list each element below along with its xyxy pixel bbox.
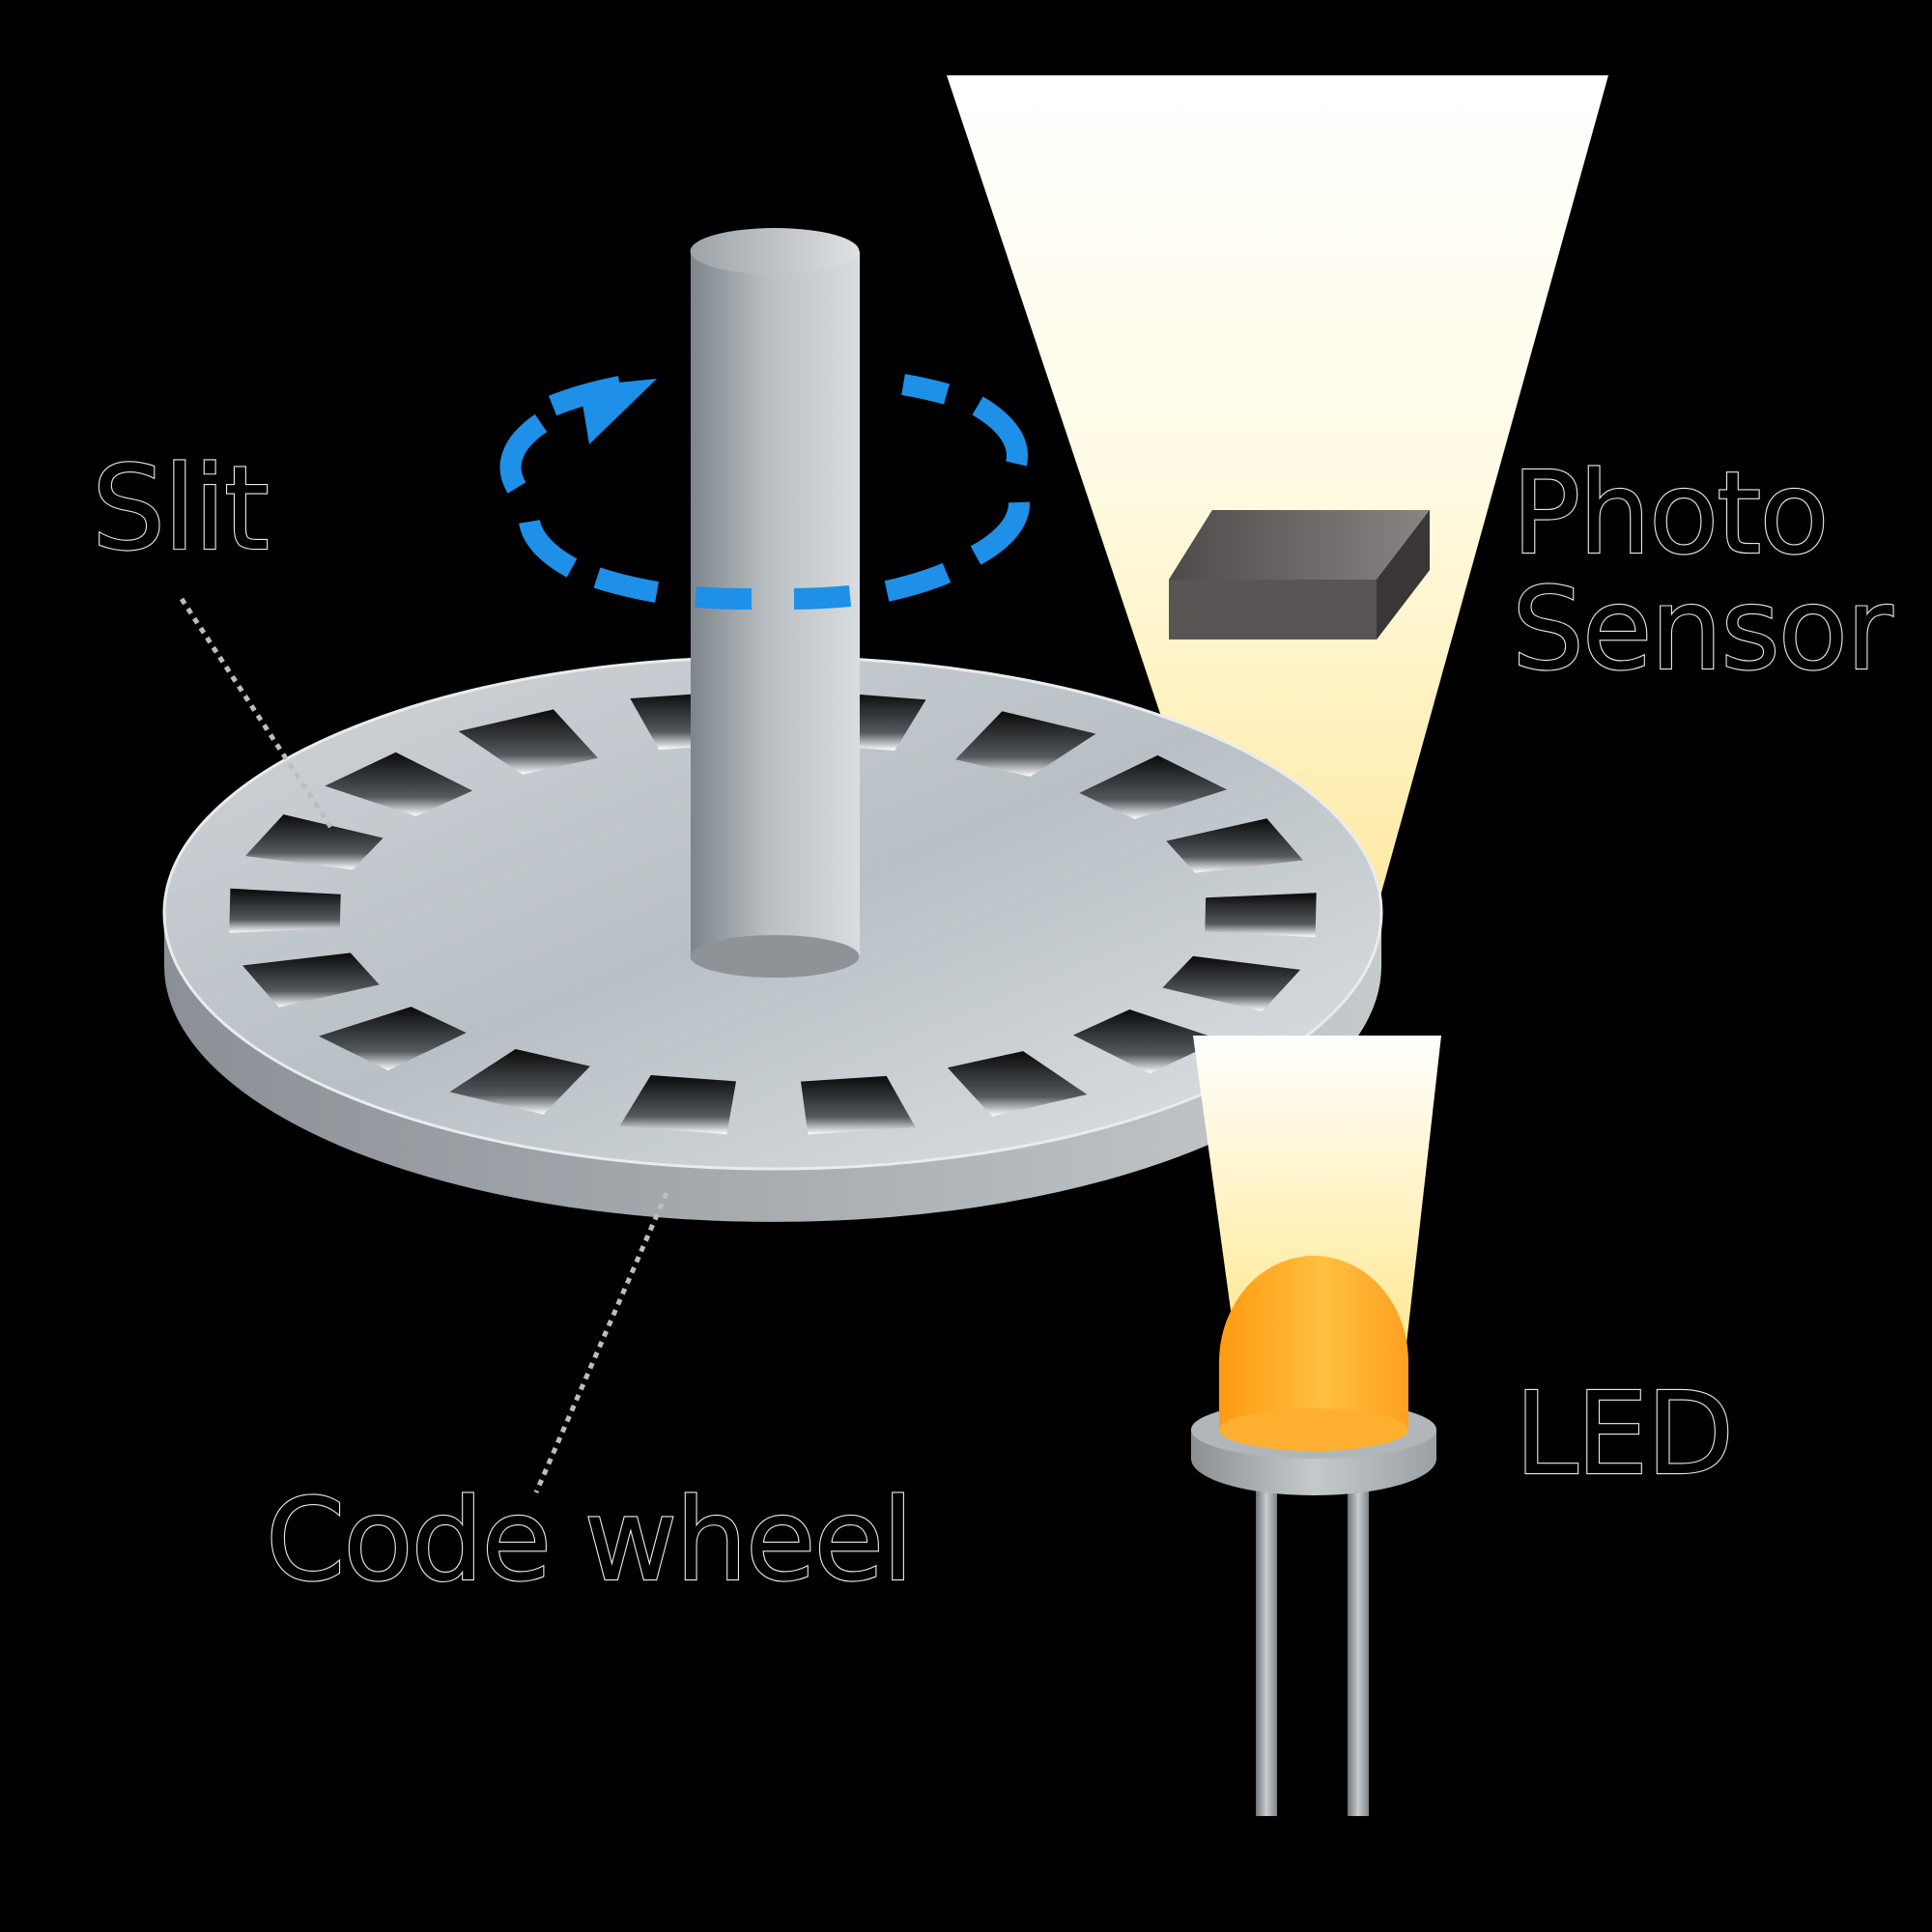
- photo-sensor-label-line2: Sensor: [1512, 562, 1893, 696]
- slit: [458, 709, 599, 775]
- slit: [449, 1049, 590, 1115]
- led-label: LED: [1515, 1367, 1732, 1500]
- code-wheel-label: Code wheel: [266, 1473, 912, 1606]
- slit: [619, 1075, 736, 1135]
- photo-sensor-label-line1: Photo: [1512, 446, 1828, 580]
- code-wheel-leader-line: [533, 1192, 669, 1493]
- slit: [1079, 754, 1228, 819]
- slit: [1162, 955, 1301, 1011]
- slit-ring: [229, 691, 1317, 1135]
- led-icon: [1191, 1256, 1436, 1816]
- slit: [801, 1075, 916, 1135]
- rotation-arrow-icon: [499, 374, 1030, 611]
- slit: [318, 1007, 467, 1071]
- slit: [325, 752, 473, 816]
- sensor-light-beam: [947, 75, 1608, 927]
- led-light-beam: [1193, 1036, 1441, 1352]
- slit: [955, 711, 1096, 777]
- slit: [244, 814, 384, 870]
- slit: [1205, 893, 1317, 938]
- slit: [229, 888, 341, 933]
- slit: [1072, 1009, 1221, 1074]
- photo-sensor-icon: [1169, 510, 1430, 639]
- slit-label: Slit: [92, 442, 268, 577]
- slit: [242, 952, 380, 1008]
- slit: [947, 1051, 1088, 1117]
- slit: [1166, 818, 1303, 873]
